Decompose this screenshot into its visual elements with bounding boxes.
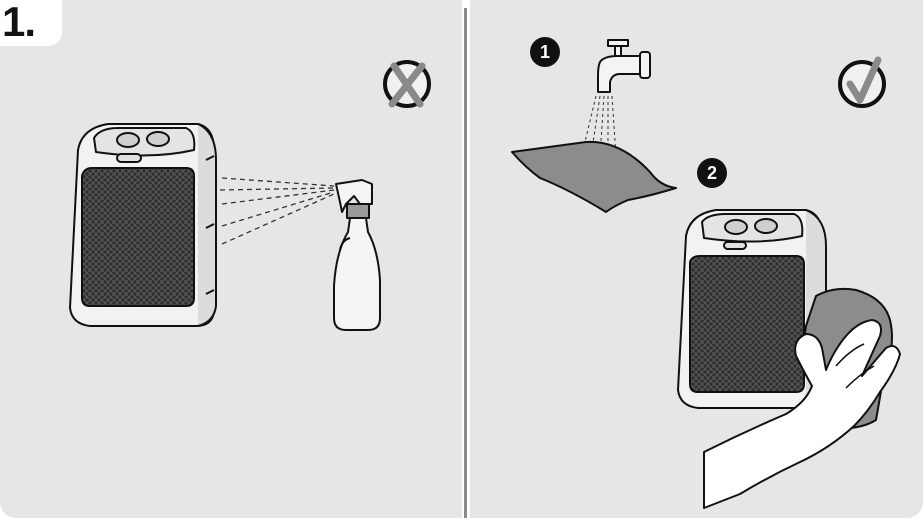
sub-step-badge-2: 2 [697,158,727,188]
tap-wetting-cloth-icon [512,40,676,212]
cross-in-circle-icon [385,62,429,106]
spray-mist [220,178,334,244]
spray-bottle-icon [334,180,380,330]
sub-step-badge-1: 1 [530,37,560,67]
heater-right [678,210,826,408]
knob-left-icon [117,133,139,147]
heater-left [70,124,216,326]
knob-right-icon [147,132,169,146]
check-in-circle-icon [840,60,884,106]
